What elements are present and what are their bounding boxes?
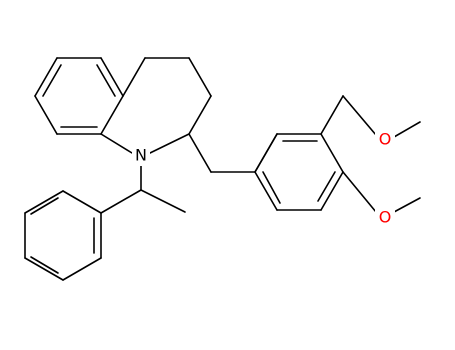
bond-aryl-inner-3 (262, 171, 281, 204)
bond-phenyl-3 (24, 257, 64, 281)
bond-ring-4 (188, 95, 212, 135)
bond-c4-o (342, 171, 377, 213)
bond-c-o-top (342, 95, 377, 136)
bond-aryl-6-dup (254, 133, 278, 173)
bond-benzo-1 (34, 57, 58, 97)
bond-phenyl-6 (62, 190, 102, 214)
bond-benzo-3 (100, 57, 124, 97)
bond-ch-methyl (140, 189, 186, 213)
bond-o-methyl-top (393, 121, 421, 138)
bond-phenyl-inner-2 (30, 256, 59, 274)
bond-ring-3 (188, 57, 212, 97)
nitrogen-label: N (135, 146, 147, 165)
oxygen-top-label: O (379, 130, 392, 149)
bond-benzo-inner-1 (42, 64, 62, 97)
bond-ring-1 (122, 57, 146, 97)
bond-aryl-c3-c (320, 95, 344, 135)
bond-benzo-inner-2 (96, 64, 116, 97)
oxygen-bottom-label: O (379, 208, 392, 227)
bond-ring-6 (100, 133, 133, 154)
bond-ch-phenyl (100, 189, 142, 214)
bond-aryl-5 (254, 171, 278, 211)
oxygen-bottom-label-bg (375, 206, 395, 228)
oxygen-top-label-bg (375, 128, 395, 150)
bond-o-methyl-bottom (393, 197, 421, 213)
bond-benzo-6 (34, 95, 58, 135)
bond-benzo-4 (100, 95, 124, 135)
bond-aryl-inner-2 (317, 171, 336, 202)
bond-aryl-2 (320, 133, 344, 173)
bond-phenyl-2 (62, 257, 102, 281)
bond-ring-5 (149, 133, 190, 154)
bond-phenyl-inner-3 (30, 197, 59, 215)
atom-label-layer: N O O (132, 128, 395, 228)
bond-link-1 (188, 133, 212, 173)
nitrogen-label-bg (132, 144, 150, 166)
bond-layer (24, 57, 421, 281)
bond-phenyl-5 (24, 190, 64, 214)
bond-aryl-3 (320, 171, 344, 211)
